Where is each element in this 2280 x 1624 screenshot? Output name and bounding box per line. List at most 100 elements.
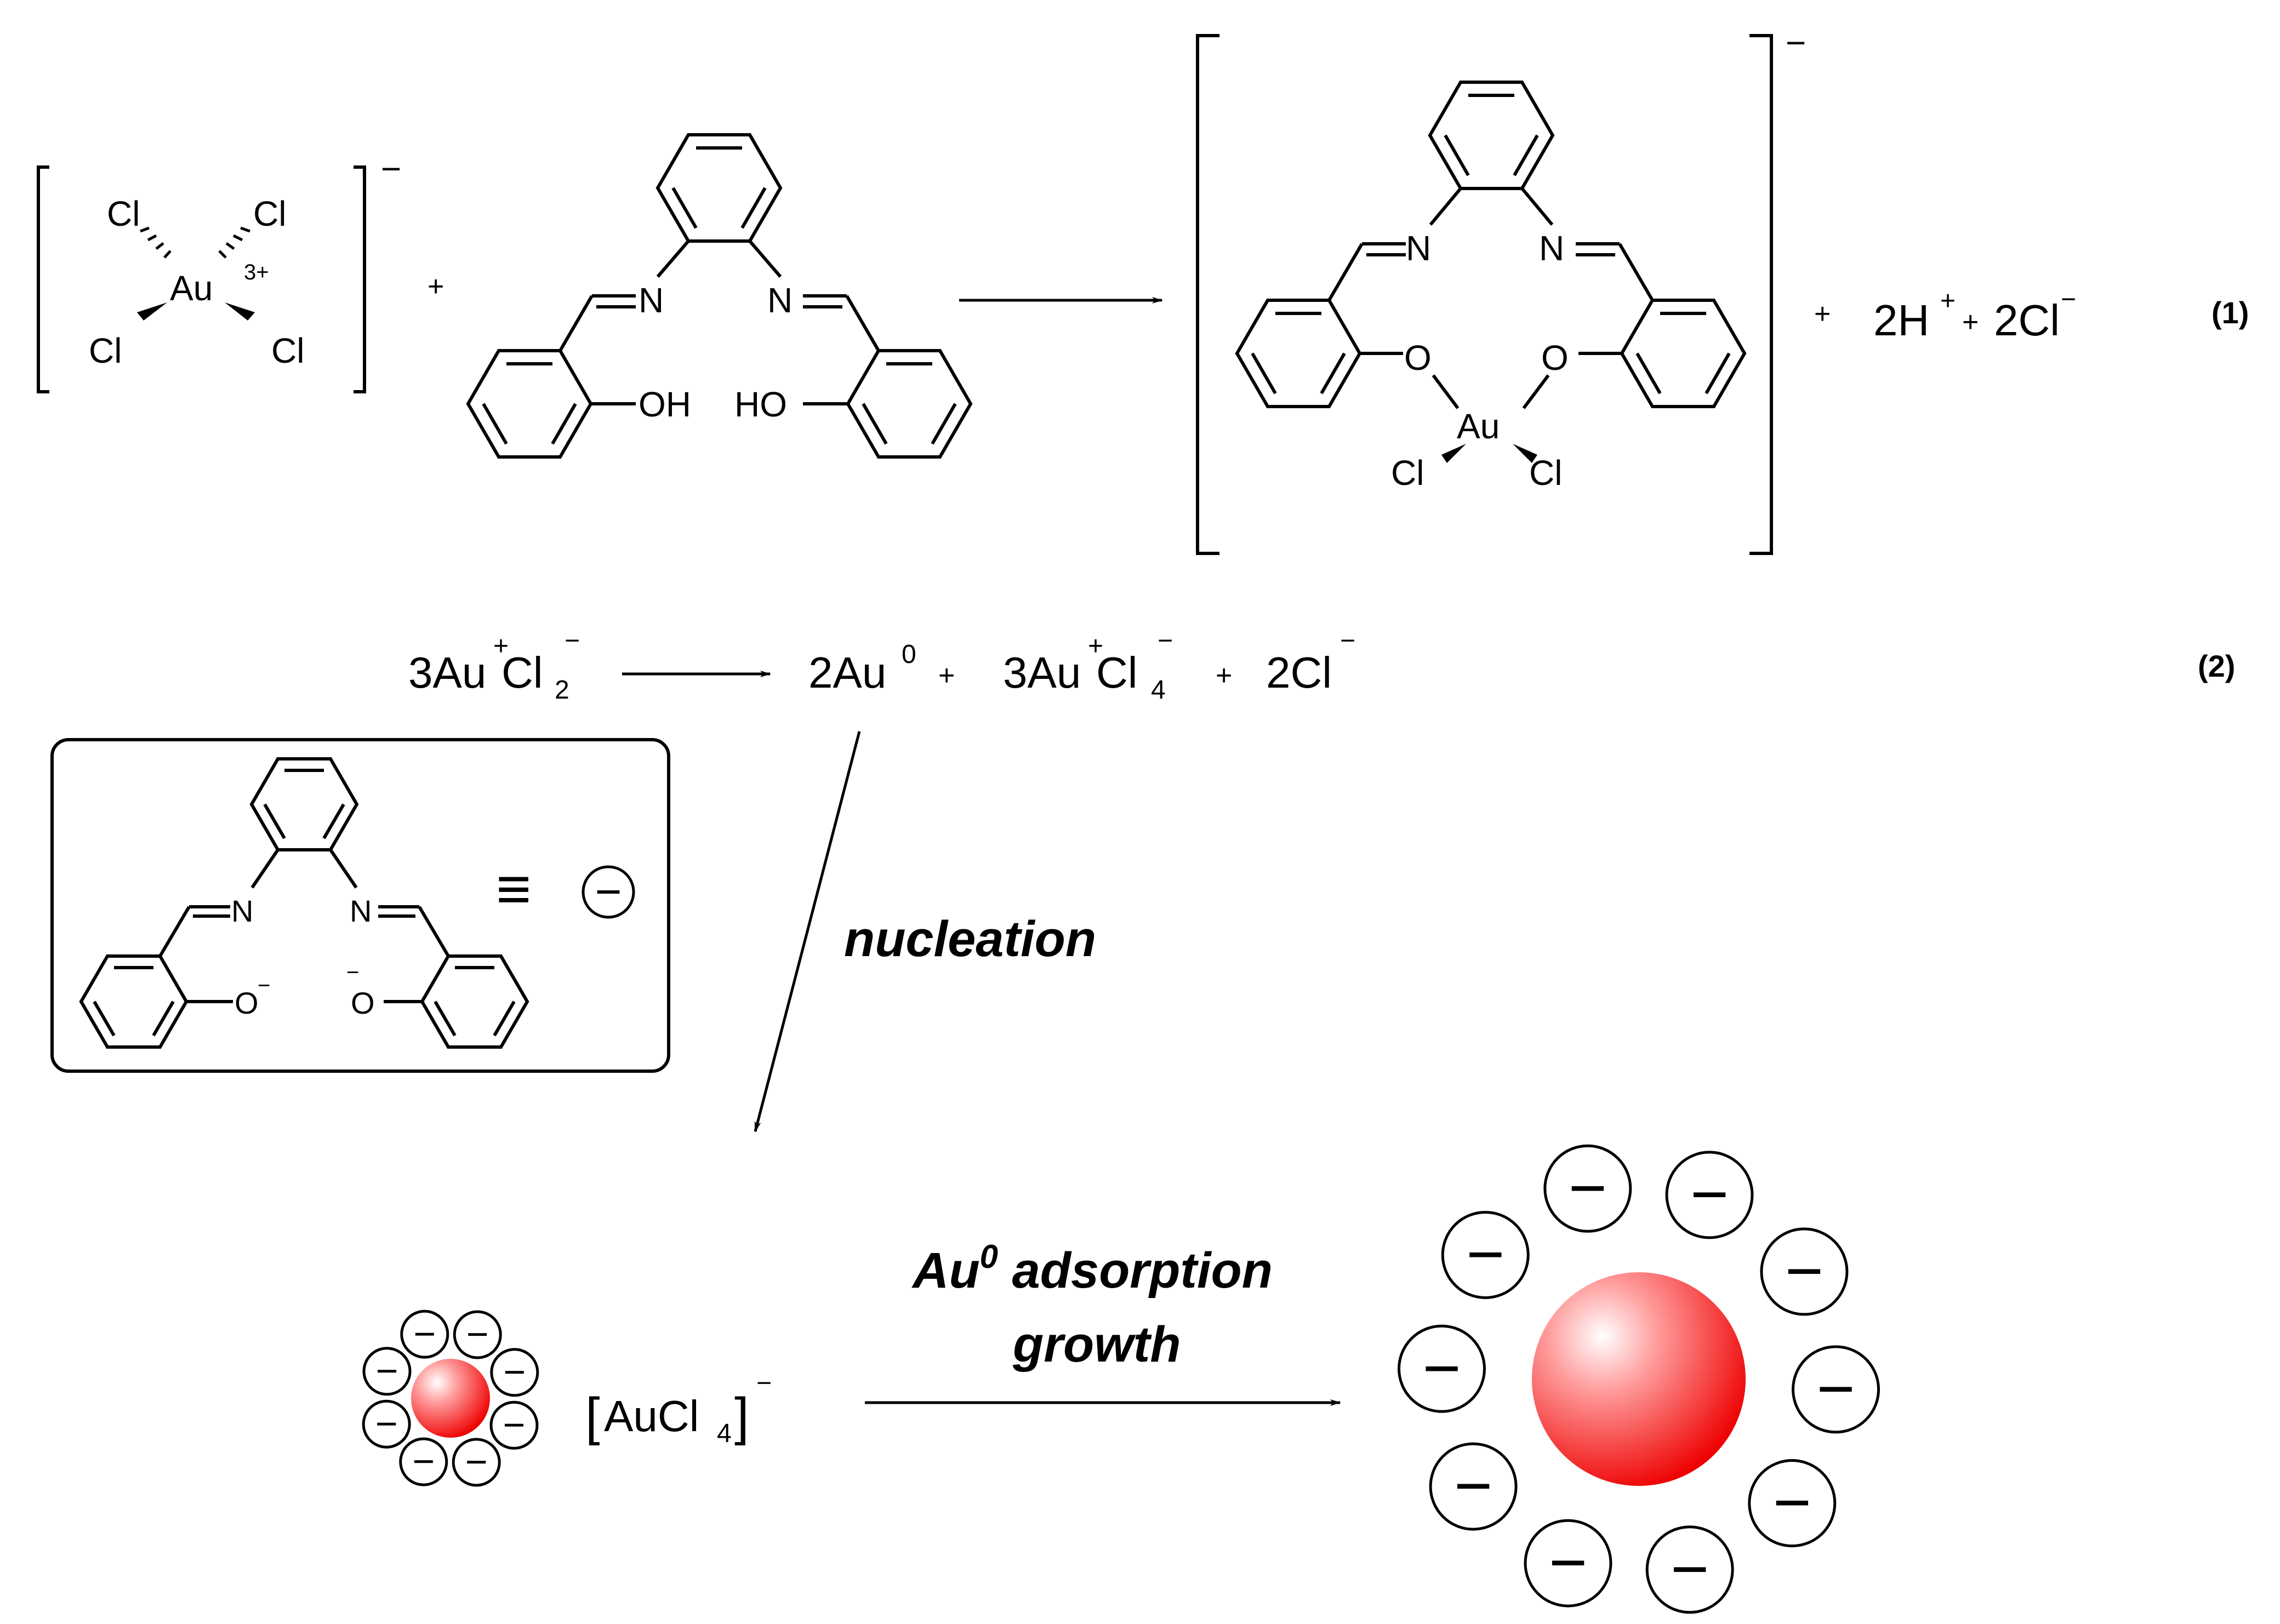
negative-charge-icon	[362, 1399, 411, 1449]
legend-minus: −	[595, 866, 622, 917]
hydrogen-charge: +	[1940, 287, 1956, 316]
product-n-left: N	[1406, 228, 1431, 268]
negative-charge-symbol: −	[1569, 1151, 1607, 1225]
growth-label-line1: Au0 adsorption	[911, 1238, 1273, 1299]
negative-charge-symbol: −	[1785, 1234, 1823, 1308]
legend-n-left: N	[231, 894, 253, 928]
negative-charge-symbol: −	[412, 1440, 435, 1483]
nucleation-label: nucleation	[844, 911, 1096, 967]
cl-top-right: Cl	[253, 194, 286, 233]
species-bracket-right: ]	[734, 1387, 749, 1446]
product-o-right: O	[1541, 338, 1569, 378]
negative-charge-icon	[1792, 1345, 1880, 1434]
r2-product-sub: 4	[1151, 676, 1166, 705]
product-o-left: O	[1404, 338, 1432, 378]
negative-charge-symbol: −	[1454, 1449, 1492, 1523]
reaction-2: 3Au + Cl 2 − 2Au 0 + 3Au + Cl 4 − + 2Cl …	[408, 626, 1355, 705]
legend-o-right: O	[351, 986, 375, 1020]
r2-chloride-charge: −	[1340, 626, 1355, 655]
hashed-bond-left	[140, 226, 172, 259]
negative-charge-symbol: −	[466, 1313, 489, 1356]
negative-charge-symbol: −	[503, 1351, 526, 1393]
negative-charge-symbol: −	[503, 1403, 526, 1446]
species-charge: −	[756, 1369, 772, 1398]
wedge-bond-left	[137, 302, 167, 321]
equivalence-symbol: ≡	[496, 855, 531, 923]
negative-charge-symbol: −	[1422, 1331, 1461, 1405]
r2-plus-1: +	[938, 660, 955, 691]
negative-charge-symbol: −	[1690, 1158, 1729, 1231]
negative-charge-symbol: −	[1549, 1526, 1587, 1599]
r2-chloride: 2Cl	[1266, 648, 1332, 697]
product-au: Au	[1457, 407, 1500, 446]
species-bracket-left: [	[585, 1387, 600, 1446]
negative-charge-icon	[1543, 1144, 1632, 1233]
negative-charge-icon	[489, 1400, 539, 1450]
complex-charge: −	[381, 149, 401, 188]
legend-o-right-charge: −	[346, 960, 359, 985]
negative-charge-icon	[400, 1310, 449, 1359]
r2-reactant-au: 3Au	[408, 648, 486, 697]
negative-charge-symbol: −	[1816, 1352, 1855, 1425]
wedge-bond-right	[225, 302, 255, 321]
r2-reactant-au-charge: +	[493, 632, 509, 661]
aucl4-complex: − Cl Cl Au 3+ Cl Cl	[37, 149, 401, 393]
aucl4-species: [ AuCl 4 ] −	[585, 1369, 772, 1448]
plus-sign-3: +	[1962, 306, 1979, 338]
negative-charge-icon	[490, 1348, 539, 1397]
negative-charge-icon	[582, 865, 635, 919]
negative-charge-icon	[1524, 1519, 1612, 1608]
au-oxidation-state: 3+	[244, 260, 269, 284]
negative-charge-symbol: −	[465, 1440, 488, 1483]
legend-o-left-charge: −	[258, 974, 270, 998]
chloride-ion: 2Cl	[1994, 296, 2060, 345]
r2-reactant-cl: Cl	[501, 648, 543, 697]
negative-charge-icon	[362, 1347, 412, 1396]
negative-charge-icon	[453, 1310, 502, 1359]
negative-charge-symbol: −	[375, 1402, 398, 1445]
cl-bottom-left: Cl	[89, 331, 122, 370]
growth-label-adsorption: adsorption	[998, 1243, 1273, 1299]
ligand-legend-box: N N O − O − ≡ −	[50, 738, 670, 1073]
plus-sign-1: +	[428, 271, 444, 302]
r2-gold-atom: 2Au	[808, 648, 886, 697]
gold-nanoparticle-core	[1532, 1272, 1746, 1486]
large-nanoparticle: −−−−−−−−−−	[1397, 1144, 1880, 1614]
r2-gold-atom-sup: 0	[902, 640, 916, 669]
salophen-ligand: N N OH HO	[466, 133, 973, 459]
product-charge: −	[1786, 23, 1806, 62]
species-sub: 4	[717, 1419, 732, 1448]
negative-charge-symbol: −	[1671, 1532, 1709, 1605]
legend-n-right: N	[350, 894, 372, 928]
nucleation-arrow	[754, 731, 861, 1133]
ligand-n-left: N	[639, 281, 664, 320]
negative-charge-icon	[1748, 1459, 1837, 1548]
ligand-n-right: N	[767, 281, 793, 320]
negative-charge-icon	[1645, 1525, 1734, 1614]
reaction1-byproducts: + 2H + + 2Cl −	[1814, 285, 2076, 345]
negative-charge-symbol: −	[413, 1312, 436, 1355]
negative-charge-symbol: −	[1466, 1217, 1504, 1291]
cl-bottom-right: Cl	[271, 331, 304, 370]
product-cl-right: Cl	[1529, 453, 1562, 493]
negative-charge-icon	[1429, 1442, 1518, 1531]
r2-product-cl: Cl	[1096, 648, 1138, 697]
r2-plus-2: +	[1216, 660, 1232, 691]
r2-product-au-charge: +	[1088, 632, 1103, 661]
ligand-oh-left: OH	[639, 385, 691, 424]
hashed-bond-right	[218, 226, 250, 259]
growth-label-line2: growth	[1012, 1317, 1181, 1373]
cl-top-left: Cl	[107, 194, 140, 233]
au-center: Au	[170, 268, 213, 308]
equation-number-2: (2)	[2198, 649, 2235, 683]
product-n-right: N	[1539, 228, 1564, 268]
negative-charge-icon	[1441, 1210, 1530, 1299]
negative-charge-icon	[399, 1437, 448, 1486]
species-formula: AuCl	[604, 1392, 699, 1440]
growth-label-au-sup: 0	[980, 1238, 998, 1275]
product-cl-left: Cl	[1391, 453, 1424, 493]
legend-o-left: O	[235, 986, 259, 1020]
equation-number-1: (1)	[2211, 295, 2249, 330]
ligand-ho-right: HO	[734, 385, 787, 424]
